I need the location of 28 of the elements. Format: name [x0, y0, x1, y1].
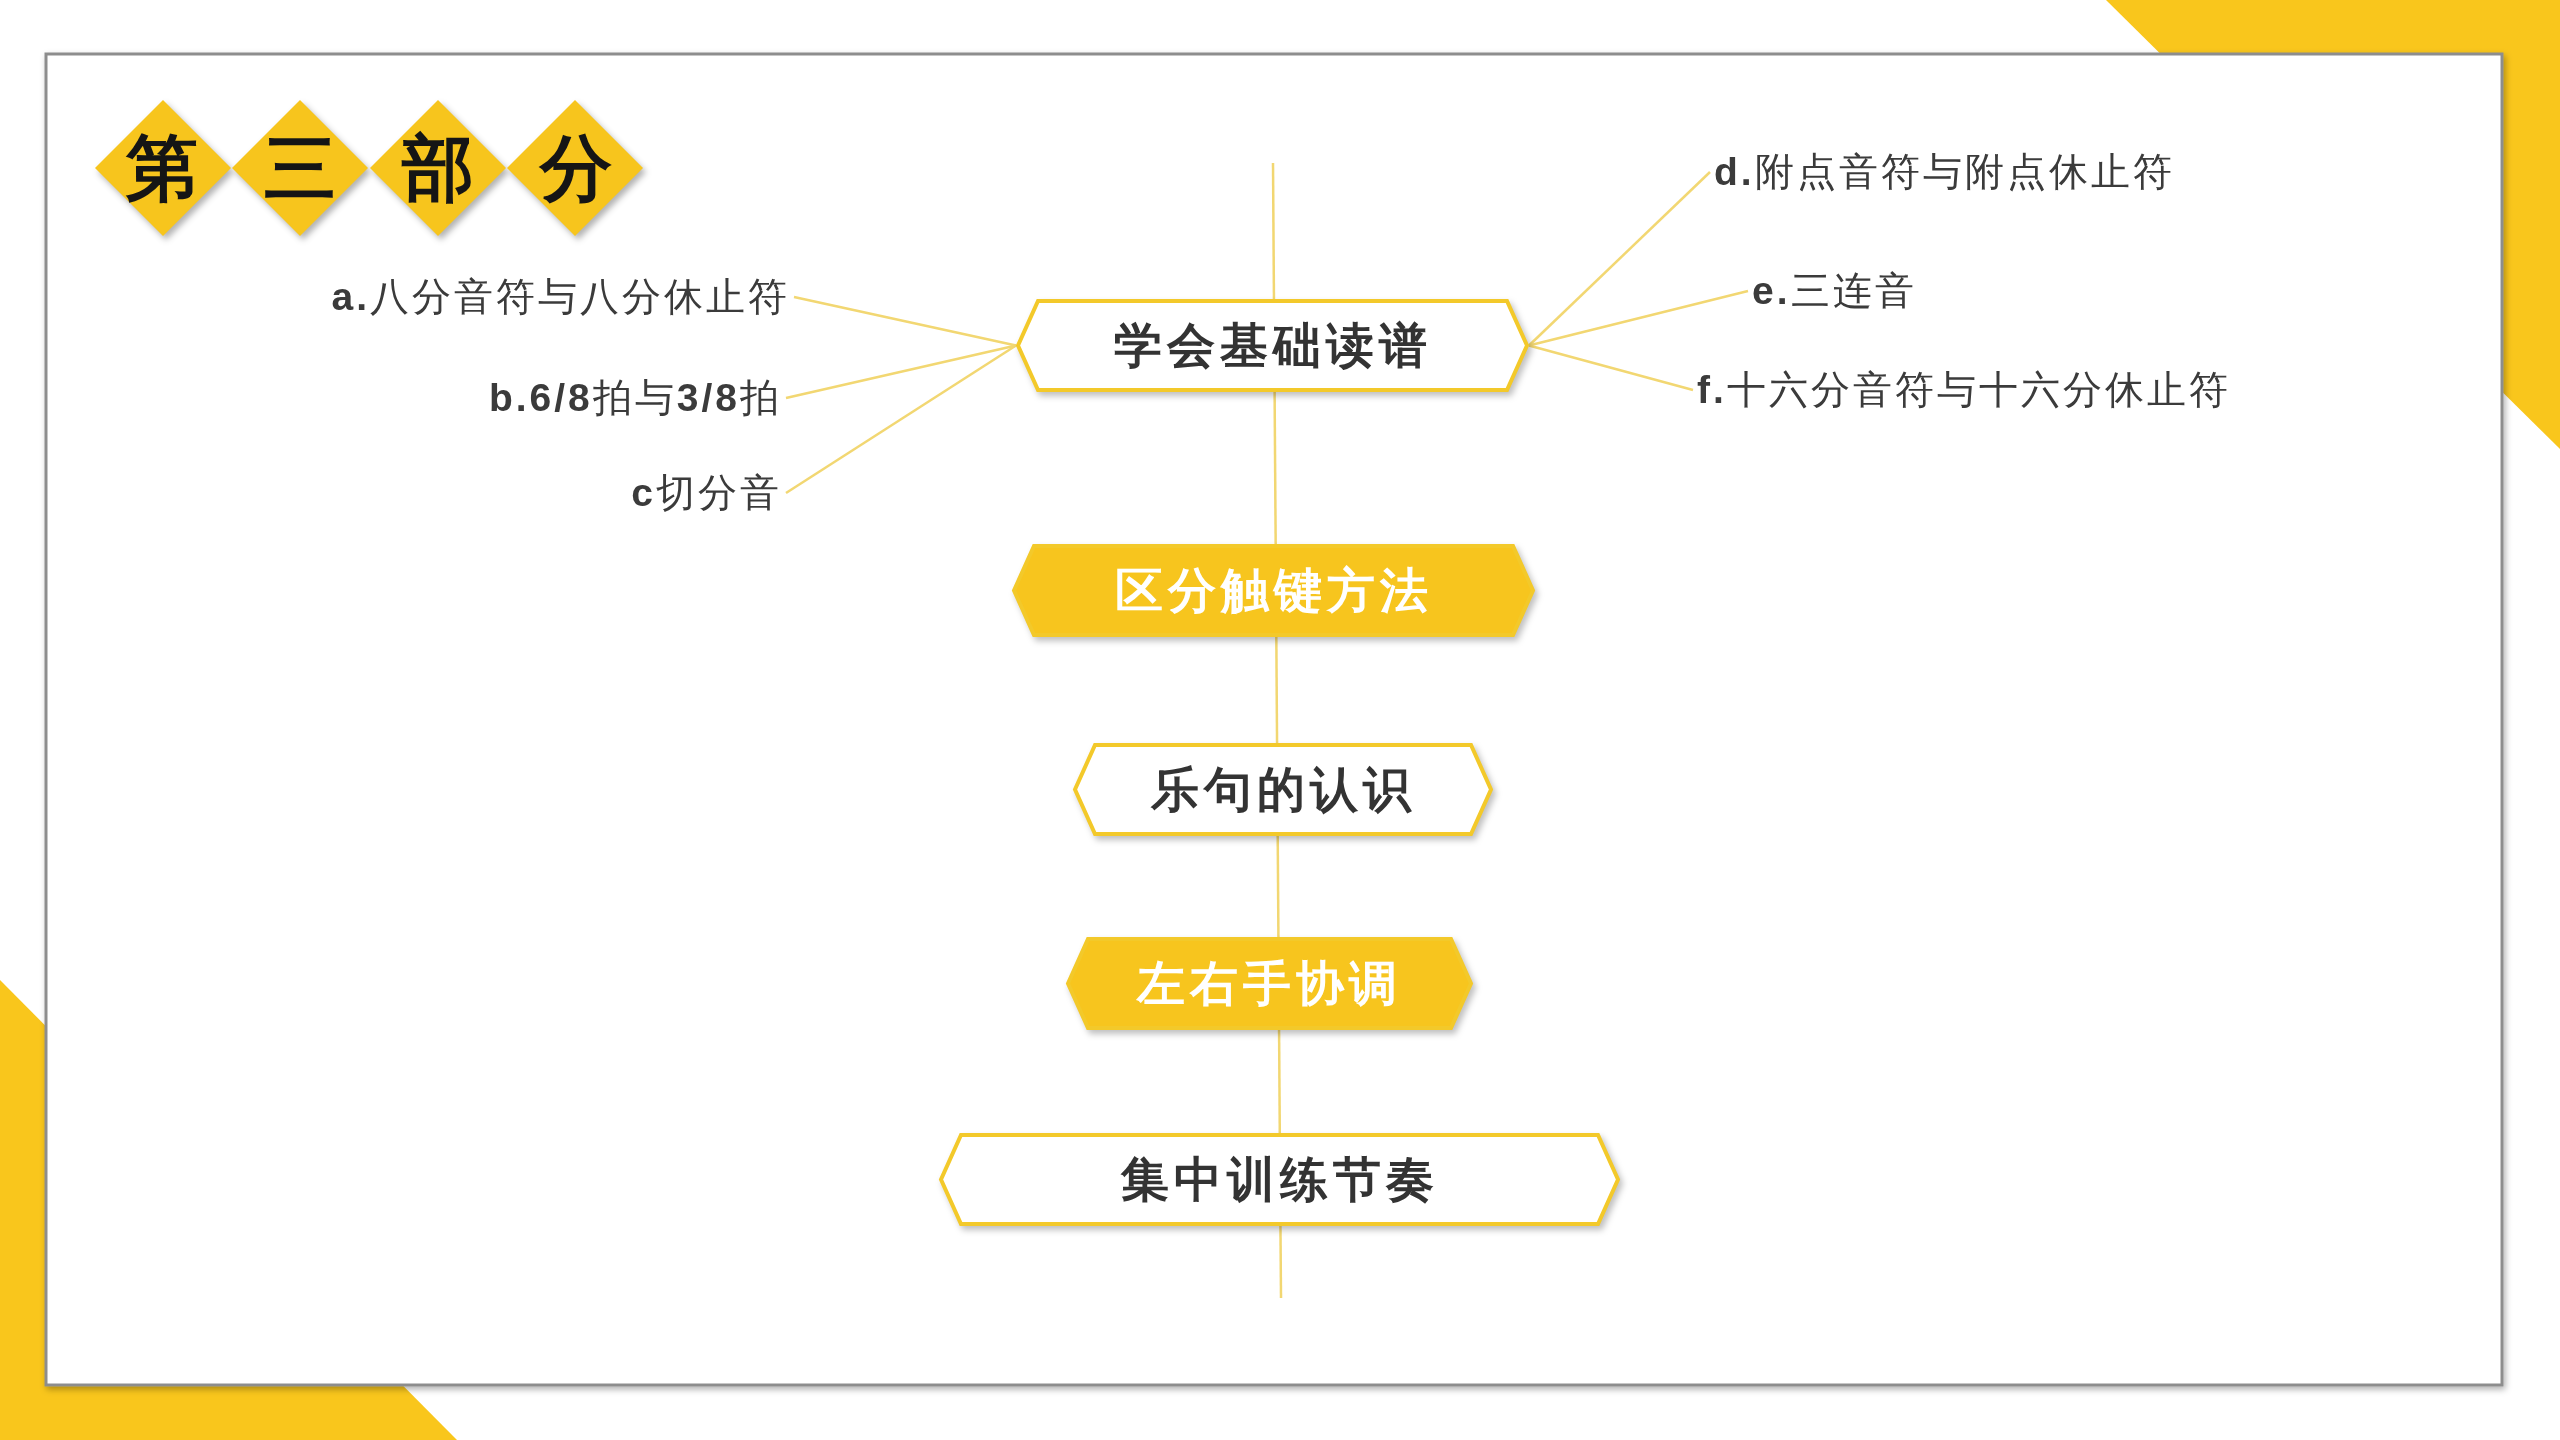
leader-line	[1528, 344, 1694, 392]
connector-line	[1277, 1030, 1282, 1133]
leader-line	[785, 344, 1017, 495]
connector-line	[1273, 392, 1277, 544]
topic-label: 集中训练节奏	[1120, 1151, 1439, 1208]
topic-banner	[1016, 299, 1529, 392]
leader-line	[793, 295, 1017, 347]
topic-banner	[939, 1133, 1620, 1226]
connector-line	[1279, 1226, 1283, 1298]
connector-line	[1276, 836, 1280, 937]
subtopic-label: e.三连音	[1752, 267, 1917, 315]
leader-line	[1528, 289, 1749, 347]
topic-label: 区分触键方法	[1114, 562, 1433, 619]
subtopic-label: b.6/8拍与3/8拍	[488, 374, 782, 422]
section-title: 第三部分	[95, 100, 643, 236]
topic-banner	[1012, 544, 1535, 637]
connector-line	[1275, 637, 1279, 743]
connector-line	[1271, 163, 1276, 299]
topic-banner	[1073, 743, 1493, 836]
subtopic-label: d.附点音符与附点休止符	[1714, 148, 2175, 196]
topic-label: 乐句的认识	[1150, 761, 1416, 818]
topic-label: 学会基础读谱	[1113, 317, 1432, 374]
topic-label: 左右手协调	[1137, 955, 1402, 1012]
subtopic-label: a.八分音符与八分休止符	[331, 273, 790, 321]
subtopic-label: c切分音	[631, 469, 782, 517]
topic-banner	[1066, 937, 1473, 1030]
subtopic-label: f.十六分音符与十六分休止符	[1697, 366, 2231, 414]
leader-line	[1528, 171, 1711, 347]
